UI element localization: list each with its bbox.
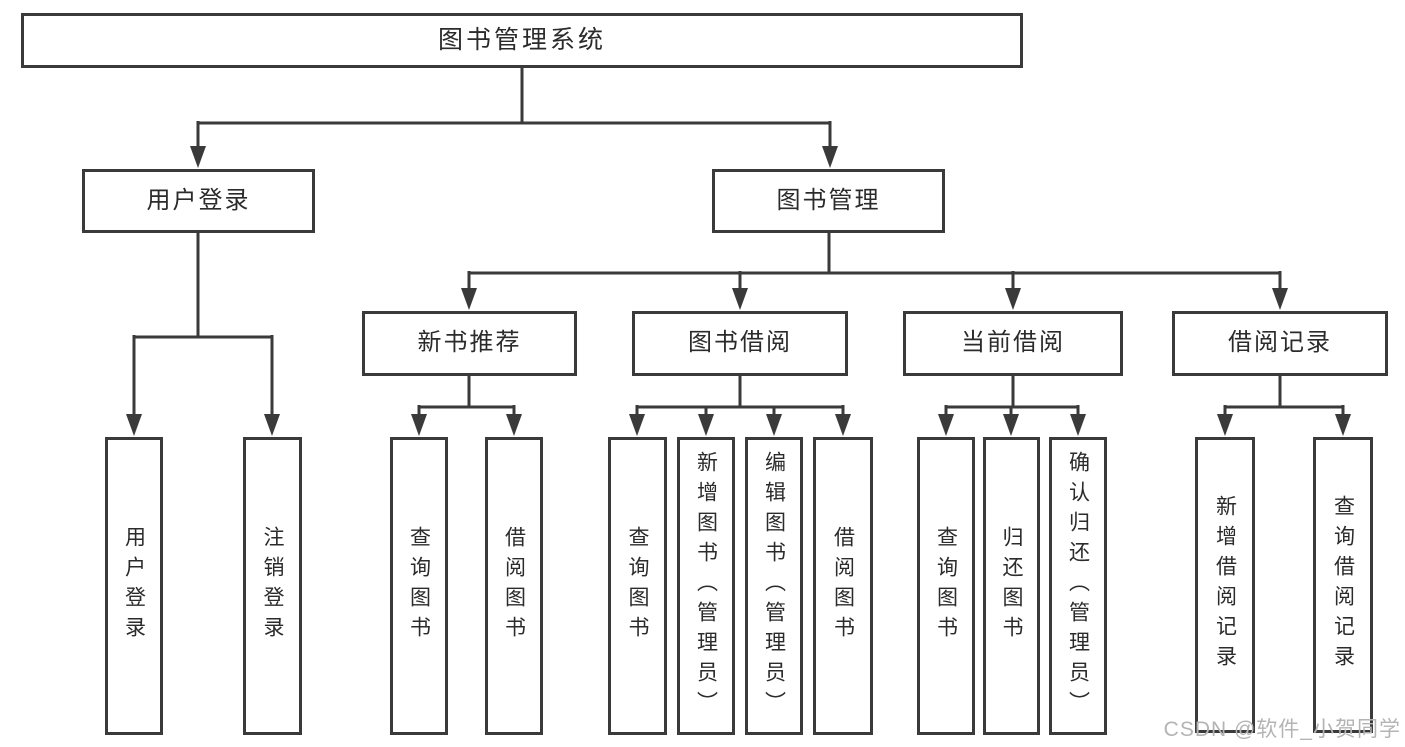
node-borrow-records: 借阅记录: [1172, 311, 1388, 376]
node-label: 归还图书: [1000, 526, 1023, 646]
leaf-current-confirm-return-admin: 确认归还（管理员）: [1049, 437, 1107, 735]
leaf-borrow-add-books-admin: 新增图书（管理员）: [677, 437, 735, 735]
leaf-records-add-record: 新增借阅记录: [1195, 437, 1255, 733]
node-label: 借阅图书: [831, 526, 855, 646]
leaf-user-login-action: 用户登录: [105, 437, 163, 735]
node-current-borrow: 当前借阅: [903, 311, 1123, 376]
node-label: 借阅图书: [502, 526, 526, 646]
node-label: 查询图书: [626, 526, 649, 646]
leaf-borrow-edit-books-admin: 编辑图书（管理员）: [745, 437, 803, 735]
node-label: 图书管理: [776, 186, 881, 214]
connector-borrow-records-branch: [1217, 376, 1351, 436]
node-label: 用户登录: [122, 526, 146, 646]
node-label: 编辑图书（管理员）: [762, 451, 786, 721]
node-label: 查询图书: [407, 526, 431, 646]
leaf-recommend-borrow-books: 借阅图书: [485, 437, 543, 735]
connector-root-to-level2: [190, 68, 838, 168]
node-new-book-recommend: 新书推荐: [362, 311, 577, 376]
leaf-logout: 注销登录: [243, 437, 302, 735]
node-library-management-system: 图书管理系统: [21, 13, 1023, 68]
node-book-borrow: 图书借阅: [632, 311, 848, 376]
csdn-watermark: CSDN @软件_小贺同学: [1163, 718, 1401, 741]
node-label: 用户登录: [146, 186, 251, 214]
node-label: 图书借阅: [688, 329, 792, 357]
node-label: 新增借阅记录: [1213, 495, 1237, 675]
leaf-current-return-books: 归还图书: [983, 437, 1040, 735]
node-label: 确认归还（管理员）: [1066, 451, 1090, 721]
leaf-records-query-record: 查询借阅记录: [1313, 437, 1373, 733]
leaf-borrow-query-books: 查询图书: [608, 437, 667, 735]
node-book-management: 图书管理: [712, 169, 945, 233]
leaf-recommend-query-books: 查询图书: [390, 437, 448, 735]
connector-book-borrow-branch: [629, 376, 851, 436]
connector-current-borrow-branch: [938, 376, 1086, 436]
node-label: 当前借阅: [961, 329, 1065, 357]
node-label: 借阅记录: [1228, 329, 1332, 357]
leaf-borrow-borrow-books: 借阅图书: [813, 437, 873, 735]
connector-user-login-branch: [126, 233, 280, 436]
node-label: 注销登录: [261, 526, 284, 646]
node-label: 新书推荐: [417, 329, 522, 357]
node-user-login: 用户登录: [82, 169, 315, 233]
leaf-current-query-books: 查询图书: [917, 437, 975, 735]
node-label: 图书管理系统: [437, 25, 606, 54]
node-label: 查询借阅记录: [1331, 495, 1355, 675]
node-label: 查询图书: [934, 526, 958, 646]
connector-new-book-recommend-branch: [411, 376, 522, 436]
node-label: 新增图书（管理员）: [694, 451, 718, 721]
connector-book-management-branch: [461, 233, 1288, 310]
